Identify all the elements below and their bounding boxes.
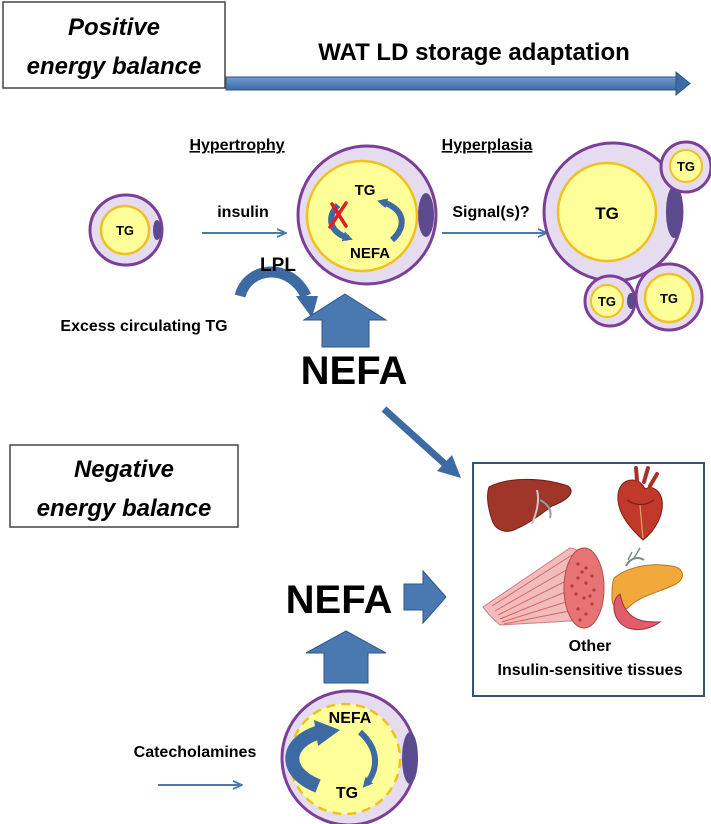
small-cell-tg: TG — [116, 223, 134, 238]
positive-label-line1: Positive — [68, 14, 160, 41]
insulin-sensitive-tissues-box: Other Insulin-sensitive tissues — [472, 462, 705, 697]
small-adipocyte: TG — [88, 193, 164, 267]
lipolysis-nefa: NEFA — [329, 710, 372, 727]
hyperplasia-small-adipocyte-right: TG — [634, 262, 704, 332]
negative-label-line1: Negative — [74, 456, 174, 483]
lipolytic-adipocyte: NEFA TG — [280, 689, 418, 824]
excess-tg-label: Excess circulating TG — [60, 318, 227, 335]
tissues-line2: Insulin-sensitive tissues — [498, 662, 683, 679]
heart-icon — [617, 466, 663, 541]
storage-adaptation-label: WAT LD storage adaptation — [318, 39, 630, 66]
hyperplasia-small-adipocyte-left: TG — [583, 274, 637, 328]
nefa-bottom-label: NEFA — [286, 578, 393, 622]
nefa-to-tissues-arrow — [381, 406, 449, 468]
storage-adaptation-arrow — [225, 70, 691, 97]
lipolysis-big-curved-arrow — [285, 725, 323, 793]
hyperplasia-header: Hyperplasia — [442, 137, 533, 154]
lipolysis-cycle-arrow — [377, 198, 405, 243]
positive-label-line2: energy balance — [27, 53, 202, 80]
negative-energy-balance-box: Negative energy balance — [9, 444, 239, 528]
negative-label-line2: energy balance — [37, 495, 212, 522]
sat-right-tg: TG — [660, 291, 678, 306]
hyper-cell-nefa: NEFA — [350, 245, 390, 262]
nefa-uptake-arrow — [302, 293, 388, 348]
inhibition-x-icon — [328, 201, 348, 229]
lpl-label: LPL — [260, 255, 296, 276]
hypertrophic-adipocyte: TG NEFA — [296, 144, 438, 286]
nefa-release-arrow — [403, 569, 447, 625]
liver-icon — [487, 478, 572, 532]
nefa-efflux-arrow — [305, 630, 387, 684]
muscle-icon — [482, 547, 605, 629]
signals-label: Signal(s)? — [452, 204, 529, 221]
nefa-to-tissues-arrowhead — [437, 455, 461, 478]
lpl-curved-arrow — [234, 266, 311, 299]
tissues-line1: Other — [569, 638, 612, 655]
catecholamines-label: Catecholamines — [134, 744, 257, 761]
hyperplasia-small-adipocyte-top: TG — [659, 140, 711, 194]
positive-energy-balance-box: Positive energy balance — [2, 1, 226, 89]
big-cell-tg: TG — [595, 204, 619, 223]
lipolysis-small-curved-arrow — [357, 729, 379, 788]
hyper-cell-tg: TG — [355, 182, 376, 199]
hypertrophy-header: Hypertrophy — [189, 137, 284, 154]
pancreas-icon — [611, 547, 683, 631]
sat-left-tg: TG — [598, 294, 616, 309]
lipolysis-tg: TG — [336, 785, 358, 802]
nefa-top-label: NEFA — [301, 349, 408, 393]
sat-top-tg: TG — [677, 159, 695, 174]
hyperplasia-large-adipocyte: TG — [542, 141, 684, 283]
lpl-arrowhead — [296, 296, 318, 318]
insulin-label: insulin — [217, 204, 269, 221]
